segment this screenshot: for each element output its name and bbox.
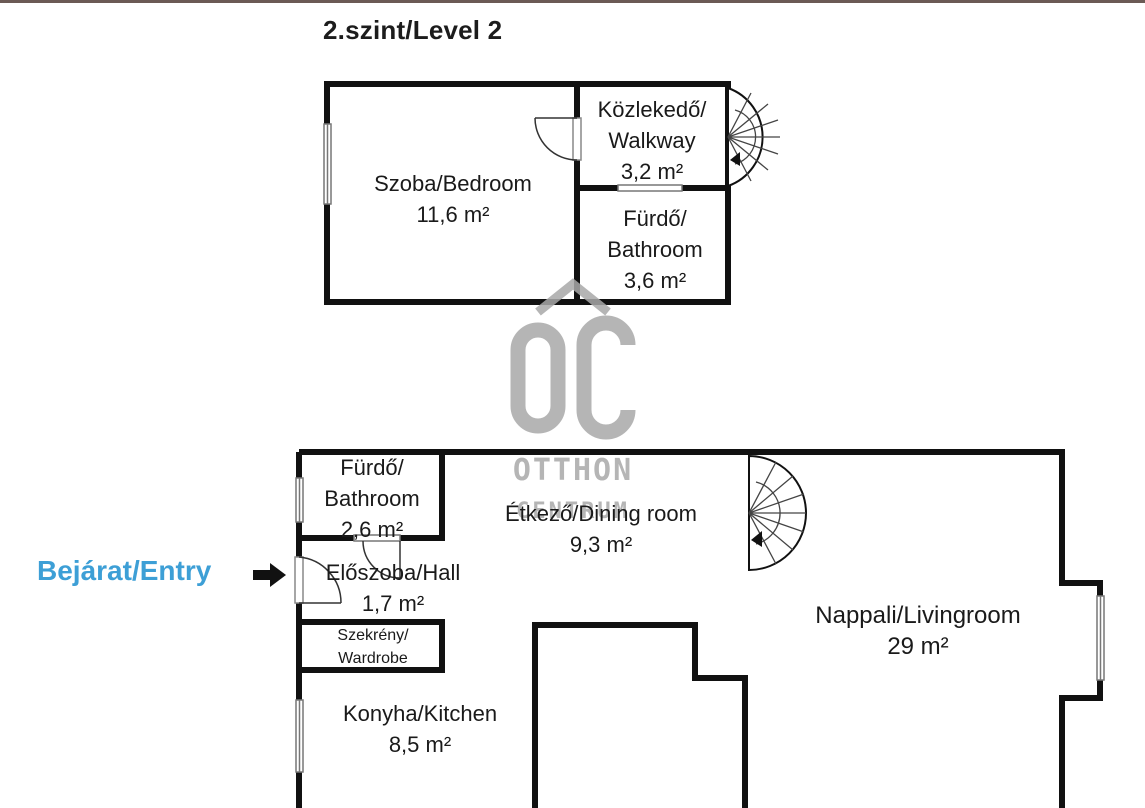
entry-label: Bejárat/Entry bbox=[37, 555, 212, 586]
lower-doors bbox=[294, 540, 401, 604]
top-border bbox=[0, 0, 1145, 3]
room-name: Előszoba/Hall bbox=[325, 560, 461, 585]
room-name-line2: Bathroom bbox=[324, 486, 420, 511]
room-walkway: Közlekedő/ Walkway 3,2 m² bbox=[598, 94, 707, 187]
room-name: Nappali/Livingroom bbox=[815, 602, 1021, 629]
room-name-line2: Walkway bbox=[608, 128, 696, 153]
room-wardrobe: Szekrény/ Wardrobe bbox=[337, 624, 408, 670]
bedroom-door bbox=[534, 117, 582, 161]
room-name-line1: Közlekedő/ bbox=[597, 97, 707, 122]
lower-windows bbox=[295, 477, 1105, 773]
bathroom-door-opening bbox=[353, 534, 401, 542]
room-lower-bathroom: Fürdő/ Bathroom 2,6 m² bbox=[324, 452, 419, 545]
room-area: 9,3 m² bbox=[569, 532, 633, 557]
room-name-line1: Szekrény/ bbox=[337, 627, 409, 644]
watermark-line1: OTTHON bbox=[512, 453, 634, 488]
room-area: 1,7 m² bbox=[361, 591, 425, 616]
upper-windows bbox=[323, 123, 683, 205]
room-area: 11,6 m² bbox=[416, 202, 490, 227]
room-name: Konyha/Kitchen bbox=[342, 701, 498, 726]
lower-outer-wall-right bbox=[299, 449, 1103, 808]
room-name: Szoba/Bedroom bbox=[374, 171, 532, 196]
room-livingroom: Nappali/Livingroom 29 m² bbox=[815, 600, 1020, 662]
room-area: 2,6 m² bbox=[340, 517, 404, 542]
kitchen-living-partition bbox=[532, 622, 748, 808]
lower-bathroom-wall bbox=[299, 452, 445, 541]
room-name-line1: Fürdő/ bbox=[340, 455, 404, 480]
room-name-line2: Wardrobe bbox=[338, 650, 408, 667]
room-name-line2: Bathroom bbox=[607, 237, 703, 262]
room-area: 3,2 m² bbox=[620, 159, 684, 184]
entry-arrow-icon bbox=[253, 563, 286, 587]
room-name-line1: Fürdő/ bbox=[623, 206, 687, 231]
level-title: 2.szint/Level 2 bbox=[323, 15, 503, 45]
room-hall: Előszoba/Hall 1,7 m² bbox=[326, 557, 461, 619]
room-area: 8,5 m² bbox=[388, 732, 452, 757]
watermark-text: OTTHON CENTRUM bbox=[510, 452, 636, 528]
room-bedroom: Szoba/Bedroom 11,6 m² bbox=[374, 168, 532, 230]
room-name: Étkező/Dining room bbox=[505, 501, 697, 526]
lower-spiral-stair bbox=[748, 454, 807, 572]
room-area: 3,6 m² bbox=[623, 268, 687, 293]
upper-spiral-stair bbox=[727, 86, 780, 188]
wardrobe-wall bbox=[296, 619, 445, 673]
room-upper-bathroom: Fürdő/ Bathroom 3,6 m² bbox=[607, 203, 702, 296]
walkway-bath-door-opening bbox=[617, 184, 683, 192]
room-kitchen: Konyha/Kitchen 8,5 m² bbox=[343, 698, 497, 760]
watermark-line2: CENTRUM bbox=[516, 499, 630, 524]
room-dining: Étkező/Dining room 9,3 m² bbox=[505, 498, 697, 560]
room-area: 29 m² bbox=[887, 633, 949, 660]
